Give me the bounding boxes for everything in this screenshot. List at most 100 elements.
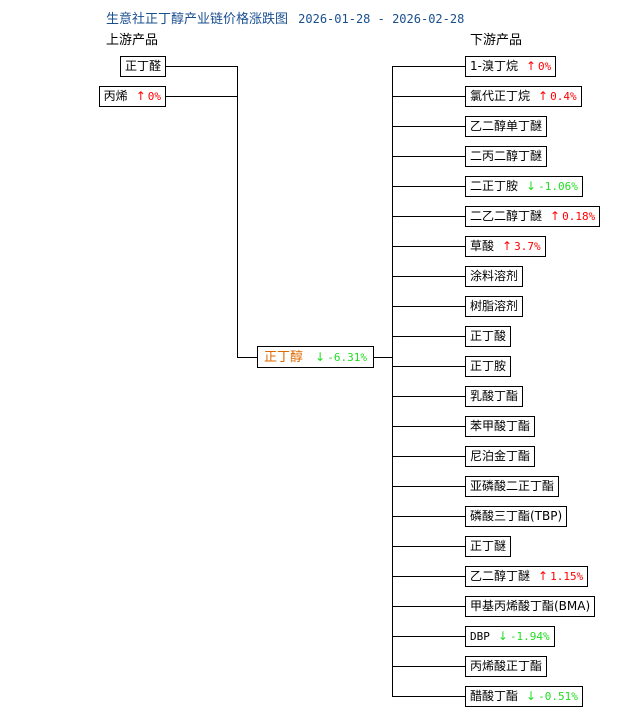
chart-title: 生意社正丁醇产业链价格涨跌图 2026-01-28 - 2026-02-28 — [106, 8, 464, 27]
downstream-product-node[interactable]: 1-溴丁烷 ↑0% — [465, 56, 557, 77]
downstream-product-name: 正丁胺 — [470, 359, 507, 373]
connector-line — [392, 306, 465, 307]
connector-line — [392, 186, 465, 187]
upstream-header: 上游产品 — [106, 33, 159, 48]
downstream-product-node[interactable]: DBP ↓-1.94% — [465, 626, 555, 647]
arrow-up-icon: ↑ — [538, 89, 549, 103]
connector-line — [237, 357, 258, 358]
downstream-product-name: 醋酸丁酯 — [470, 689, 519, 703]
change-value: 1.15% — [550, 570, 584, 583]
downstream-product-node[interactable]: 丙烯酸正丁酯 — [465, 656, 548, 677]
downstream-product-node[interactable]: 草酸 ↑3.7% — [465, 236, 546, 257]
center-product-node[interactable]: 正丁醇 ↓-6.31% — [257, 346, 374, 368]
downstream-product-name: 丙烯酸正丁酯 — [470, 659, 543, 673]
upstream-product-node[interactable]: 正丁醛 — [119, 56, 166, 77]
downstream-product-node[interactable]: 磷酸三丁酯(TBP) — [465, 506, 568, 527]
downstream-product-name: 亚磷酸二正丁酯 — [470, 479, 555, 493]
connector-line — [392, 366, 465, 367]
downstream-trunk-line — [392, 66, 393, 696]
upstream-product-change: ↑0% — [135, 89, 161, 103]
downstream-product-change: ↑0% — [525, 59, 552, 73]
upstream-trunk-line — [237, 66, 238, 357]
connector-line — [392, 126, 465, 127]
change-value: 0% — [538, 60, 552, 73]
connector-line — [392, 486, 465, 487]
connector-line — [392, 576, 465, 577]
change-value: 3.7% — [514, 240, 541, 253]
downstream-product-name: 氯代正丁烷 — [470, 89, 531, 103]
downstream-product-name: 二正丁胺 — [470, 179, 519, 193]
arrow-down-icon: ↓ — [526, 179, 537, 193]
title-text: 生意社正丁醇产业链价格涨跌图 — [106, 12, 289, 27]
downstream-product-name: 苯甲酸丁酯 — [470, 419, 531, 433]
downstream-product-node[interactable]: 涂料溶剂 — [465, 266, 524, 287]
downstream-product-node[interactable]: 二正丁胺 ↓-1.06% — [465, 176, 583, 197]
downstream-product-name: 乳酸丁酯 — [470, 389, 519, 403]
downstream-product-name: 1-溴丁烷 — [470, 59, 518, 73]
connector-line — [392, 456, 465, 457]
downstream-product-node[interactable]: 乙二醇单丁醚 — [465, 116, 548, 137]
downstream-product-node[interactable]: 尼泊金丁酯 — [465, 446, 536, 467]
center-product-name: 正丁醇 — [264, 350, 304, 365]
downstream-product-node[interactable]: 正丁酸 — [465, 326, 512, 347]
downstream-product-name: 二乙二醇丁醚 — [470, 209, 543, 223]
downstream-product-name: 乙二醇单丁醚 — [470, 119, 543, 133]
upstream-product-name: 正丁醛 — [124, 59, 161, 73]
downstream-product-node[interactable]: 乳酸丁酯 — [465, 386, 524, 407]
downstream-product-node[interactable]: 醋酸丁酯 ↓-0.51% — [465, 686, 583, 707]
connector-line — [392, 336, 465, 337]
connector-line — [392, 276, 465, 277]
upstream-product-name: 丙烯 — [103, 89, 128, 103]
downstream-header: 下游产品 — [470, 33, 523, 48]
arrow-up-icon: ↑ — [135, 89, 146, 103]
change-value: 0.4% — [550, 90, 577, 103]
downstream-product-node[interactable]: 正丁醚 — [465, 536, 512, 557]
downstream-product-change: ↓-0.51% — [526, 689, 578, 703]
connector-line — [166, 66, 237, 67]
downstream-product-name: 树脂溶剂 — [470, 299, 519, 313]
arrow-up-icon: ↑ — [538, 569, 549, 583]
center-product-change: ↓-6.31% — [315, 350, 367, 364]
connector-line — [392, 246, 465, 247]
downstream-product-name: 正丁醚 — [470, 539, 507, 553]
connector-line — [392, 666, 465, 667]
downstream-product-name: 正丁酸 — [470, 329, 507, 343]
downstream-product-change: ↑1.15% — [538, 569, 584, 583]
downstream-product-name: 二丙二醇丁醚 — [470, 149, 543, 163]
downstream-product-name: 尼泊金丁酯 — [470, 449, 531, 463]
downstream-product-node[interactable]: 二乙二醇丁醚 ↑0.18% — [465, 206, 601, 227]
downstream-product-node[interactable]: 正丁胺 — [465, 356, 512, 377]
arrow-up-icon: ↑ — [502, 239, 513, 253]
downstream-product-name: 乙二醇丁醚 — [470, 569, 531, 583]
downstream-product-name: 草酸 — [470, 239, 495, 253]
downstream-product-node[interactable]: 氯代正丁烷 ↑0.4% — [465, 86, 582, 107]
arrow-down-icon: ↓ — [315, 350, 326, 364]
change-value: -1.06% — [538, 180, 578, 193]
arrow-up-icon: ↑ — [525, 59, 537, 73]
downstream-product-node[interactable]: 甲基丙烯酸丁酯(BMA) — [465, 596, 596, 617]
arrow-up-icon: ↑ — [550, 209, 561, 223]
downstream-product-node[interactable]: 二丙二醇丁醚 — [465, 146, 548, 167]
upstream-product-node[interactable]: 丙烯 ↑0% — [98, 86, 166, 107]
downstream-product-change: ↑3.7% — [502, 239, 541, 253]
downstream-product-name: 甲基丙烯酸丁酯(BMA) — [470, 599, 591, 613]
downstream-product-node[interactable]: 树脂溶剂 — [465, 296, 524, 317]
downstream-product-node[interactable]: 乙二醇丁醚 ↑1.15% — [465, 566, 589, 587]
downstream-product-node[interactable]: 苯甲酸丁酯 — [465, 416, 536, 437]
downstream-product-change: ↓-1.94% — [498, 629, 550, 643]
connector-line — [392, 516, 465, 517]
change-value: -0.51% — [538, 690, 578, 703]
connector-line — [392, 606, 465, 607]
change-value: 0.18% — [562, 210, 596, 223]
connector-line — [392, 216, 465, 217]
connector-line — [392, 636, 465, 637]
change-value: 0% — [147, 90, 161, 103]
downstream-product-node[interactable]: 亚磷酸二正丁酯 — [465, 476, 560, 497]
change-value: -1.94% — [509, 630, 550, 643]
downstream-product-name: DBP — [470, 630, 490, 643]
connector-line — [392, 546, 465, 547]
change-value: -6.31% — [327, 351, 367, 364]
arrow-down-icon: ↓ — [526, 689, 537, 703]
connector-line — [166, 96, 237, 97]
downstream-product-name: 涂料溶剂 — [470, 269, 519, 283]
